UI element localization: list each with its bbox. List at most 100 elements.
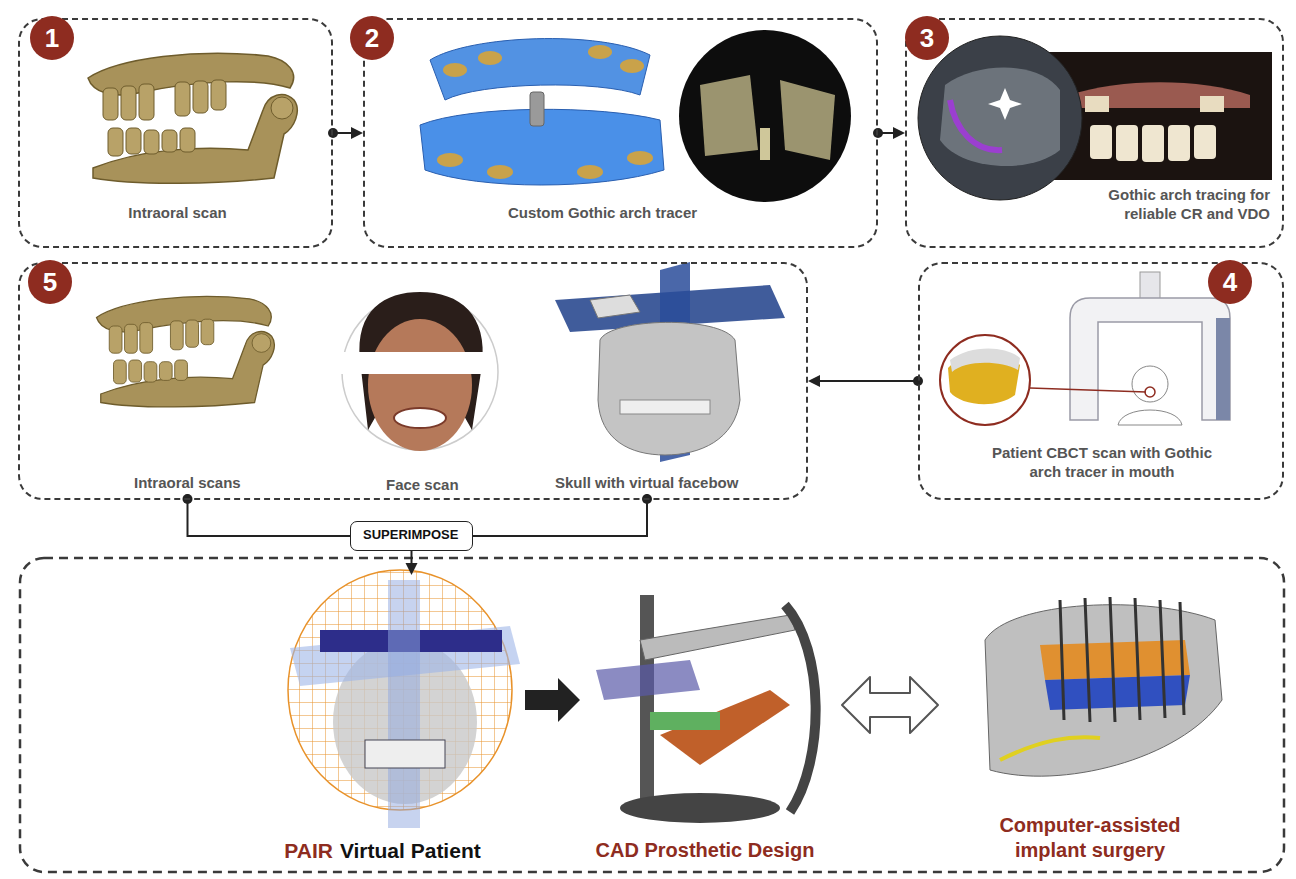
callout-number: 3 xyxy=(905,16,949,60)
photo-tooth xyxy=(1085,96,1109,112)
arrowhead xyxy=(351,127,363,139)
caption: PAIR xyxy=(284,839,333,863)
patient-shoulders xyxy=(1118,410,1182,425)
caption: CAD Prosthetic Design xyxy=(580,838,830,863)
sagittal-plane xyxy=(388,580,420,828)
step-panel: 4Patient CBCT scan with Gothic arch trac… xyxy=(918,262,1284,500)
caption: Custom Gothic arch tracer xyxy=(465,204,740,223)
connector-line xyxy=(473,494,647,536)
block-arrow xyxy=(525,678,580,722)
step-panel: 5Intraoral scans Face scan Skull with virt… xyxy=(18,262,808,500)
jaw-scan xyxy=(88,53,297,183)
tooth-spot xyxy=(478,51,502,65)
virtual-teeth xyxy=(365,740,445,768)
tooth-spot xyxy=(437,153,463,167)
printed-tracer xyxy=(700,75,758,156)
cbct-stripe xyxy=(1216,318,1230,420)
implant-lines xyxy=(1060,597,1184,722)
source-label: Skull with virtual facebow xyxy=(551,473,743,494)
result-node: Computer-assisted implant surgery xyxy=(950,585,1230,865)
connector xyxy=(183,494,351,536)
callout-number: 2 xyxy=(350,16,394,60)
jaw-scan xyxy=(97,296,275,407)
double-arrow xyxy=(842,677,938,733)
patient-head xyxy=(1132,366,1168,402)
printed-pin xyxy=(760,128,770,160)
callout-number: 4 xyxy=(1208,260,1252,304)
tooth-spot xyxy=(487,165,513,179)
tracer-upper xyxy=(430,39,650,100)
process-box: SUPERIMPOSE xyxy=(350,521,473,551)
arrowhead xyxy=(808,375,820,387)
designed-teeth xyxy=(650,712,720,730)
caption: Virtual Patient xyxy=(340,839,481,863)
smile xyxy=(394,408,446,428)
result-panel xyxy=(20,558,1284,872)
tracing-line xyxy=(950,100,1002,150)
source-label: Intraoral scans xyxy=(130,473,245,494)
result-node: CAD Prosthetic Design xyxy=(580,585,830,865)
connector-line xyxy=(188,494,351,536)
connector xyxy=(328,127,363,139)
skull-teeth xyxy=(620,400,710,414)
articulator-frame xyxy=(785,605,816,812)
skull xyxy=(598,322,740,455)
photo-tooth xyxy=(1116,125,1138,161)
tracer-clear xyxy=(950,348,1020,372)
articulator-base xyxy=(620,793,780,823)
gothic-arch-mark xyxy=(988,88,1022,120)
caption: Intraoral scan xyxy=(20,204,335,223)
photo-tooth xyxy=(1090,125,1112,159)
cbct-column xyxy=(1140,272,1160,300)
caption-row: PAIR Virtual Patient xyxy=(240,839,525,863)
connector-line xyxy=(820,380,918,382)
caption: Patient CBCT scan with Gothic arch trace… xyxy=(987,444,1217,482)
tooth-spot xyxy=(577,165,603,179)
callout-number: 1 xyxy=(30,16,74,60)
privacy-bar xyxy=(338,352,490,374)
tracer-pin xyxy=(530,92,544,126)
step-panel: 3Gothic arch tracing for reliable CR and… xyxy=(905,18,1284,248)
photo-tooth xyxy=(1168,125,1190,161)
connector xyxy=(525,678,580,722)
design-plane xyxy=(596,660,700,700)
implant-skull xyxy=(985,605,1222,776)
caption: Skull with virtual facebow xyxy=(555,474,739,493)
caption: Face scan xyxy=(386,476,459,495)
articulator-arm xyxy=(640,615,795,660)
tooth-spot xyxy=(627,151,653,165)
jaw-model xyxy=(590,295,640,318)
tracer-plate xyxy=(940,68,1060,166)
tracing-photo xyxy=(918,36,1082,200)
cbct-gantry xyxy=(1070,298,1230,420)
tooth-spot xyxy=(588,45,612,59)
connector xyxy=(406,551,418,575)
step-panel: 1Intraoral scan xyxy=(18,18,333,248)
arrowhead xyxy=(406,563,418,575)
connector-line xyxy=(411,551,413,563)
caption: SUPERIMPOSE xyxy=(363,527,460,544)
printed-tracer xyxy=(780,80,835,160)
photo-circle xyxy=(679,30,851,202)
mouth-marker xyxy=(1145,387,1155,397)
lower-prosthesis xyxy=(1045,675,1190,710)
connector-dot xyxy=(328,128,338,138)
nerve-canal xyxy=(1000,737,1100,760)
connector xyxy=(842,677,938,733)
callout-number: 5 xyxy=(28,260,72,304)
connector xyxy=(473,494,652,536)
photo-tooth xyxy=(1194,125,1216,159)
tooth-spot xyxy=(443,63,467,77)
caption: Intraoral scans xyxy=(134,474,241,493)
articulator-post xyxy=(640,595,654,810)
caption: Gothic arch tracing for reliable CR and … xyxy=(1055,186,1270,224)
caption: Computer-assisted implant surgery xyxy=(975,813,1205,863)
connector-dot xyxy=(873,128,883,138)
tooth-spot xyxy=(620,59,644,73)
arrowhead xyxy=(893,127,905,139)
photo-tooth xyxy=(1200,96,1224,112)
face xyxy=(368,319,472,451)
